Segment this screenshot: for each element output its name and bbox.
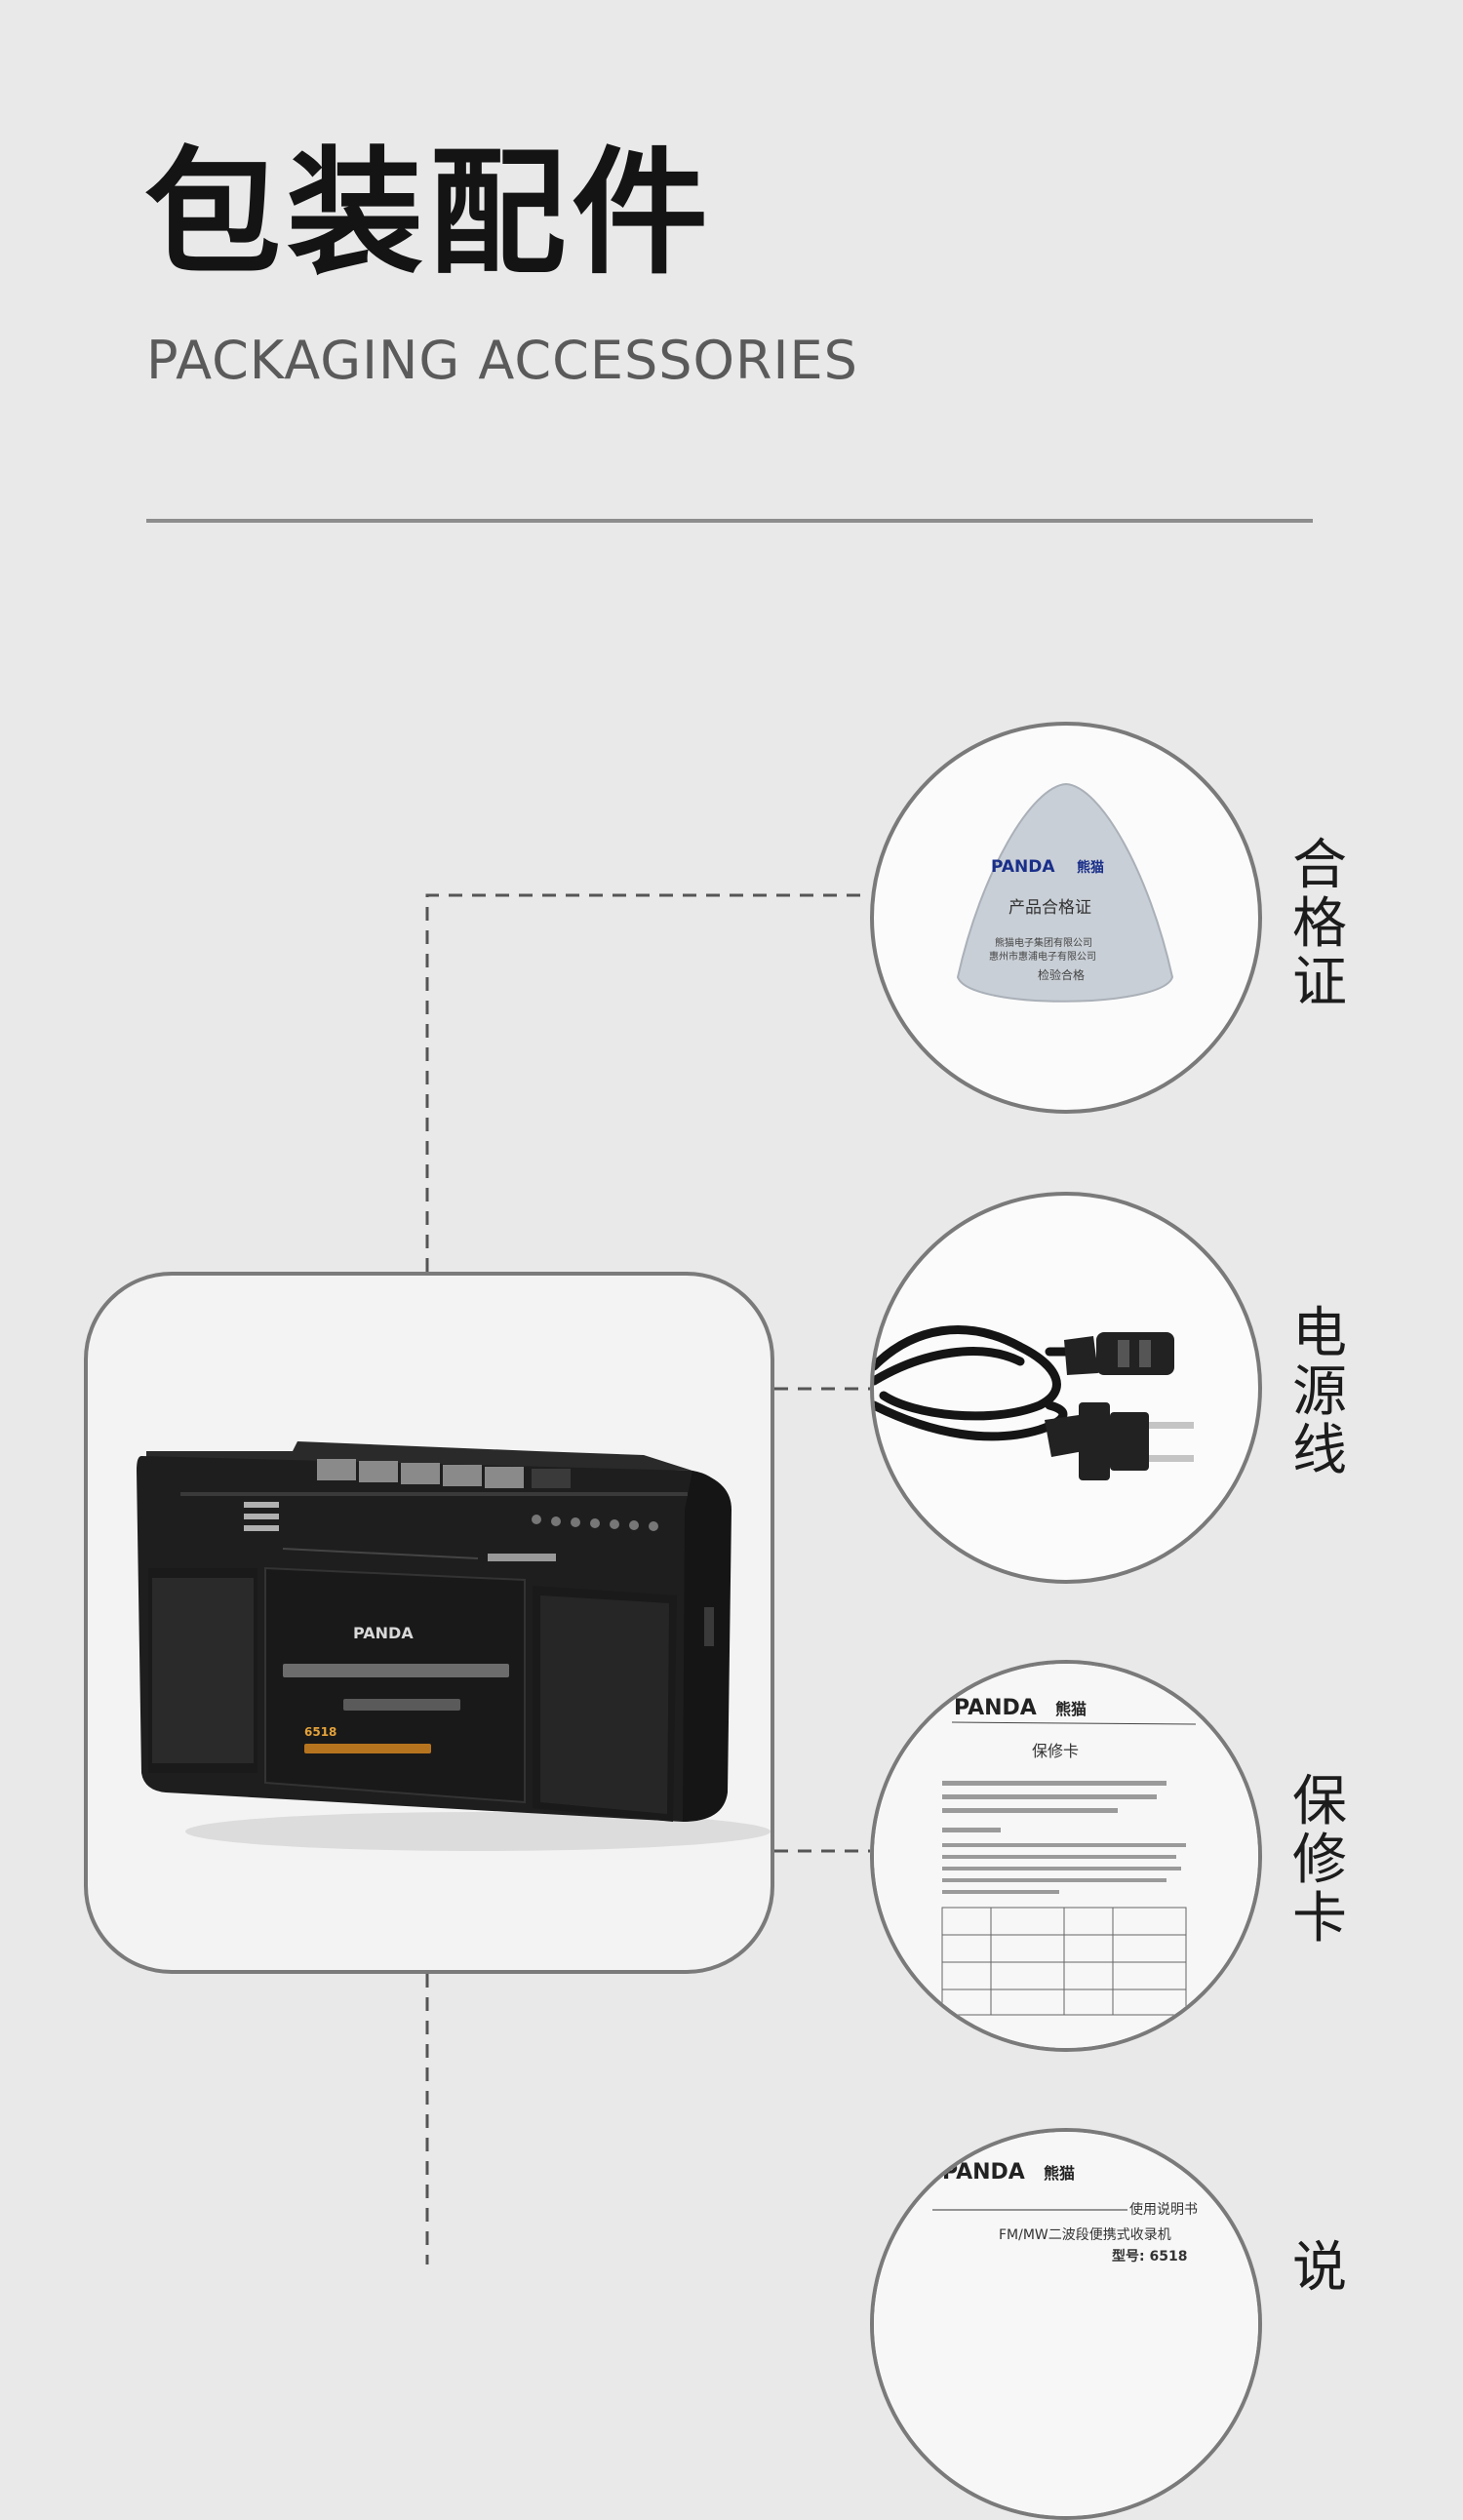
warranty-card-image: PANDA 熊猫 保修卡 — [874, 1664, 1258, 2048]
player-brand-label: PANDA — [353, 1624, 414, 1642]
certificate-line-3: 检验合格 — [1038, 967, 1085, 982]
connector-lines — [425, 893, 870, 2264]
accessory-label-manual: 说 — [1292, 2236, 1347, 2300]
warranty-title: 保修卡 — [1032, 1742, 1079, 1760]
product-card: PANDA 6518 — [84, 1272, 774, 1974]
page-title: 包装配件 — [144, 135, 715, 294]
accessory-label-certificate: 合格证 — [1292, 834, 1347, 1014]
certificate-title: 产品合格证 — [1008, 898, 1091, 918]
certificate-line-2: 惠州市惠浦电子有限公司 — [989, 950, 1096, 963]
header-divider — [146, 519, 1313, 523]
accessory-circle-certificate: PANDA 熊猫 产品合格证 熊猫电子集团有限公司 惠州市惠浦电子有限公司 检验… — [870, 722, 1262, 1114]
accessory-label-warranty-card: 保修卡 — [1292, 1770, 1347, 1950]
accessory-circle-manual: PANDA 熊猫 使用说明书 FM/MW二波段便携式收录机 型号: 6518 — [870, 2128, 1262, 2520]
page-subtitle: PACKAGING ACCESSORIES — [146, 330, 858, 391]
accessory-circle-warranty-card: PANDA 熊猫 保修卡 — [870, 1660, 1262, 2052]
manual-brand: PANDA — [942, 2160, 1025, 2185]
certificate-image: PANDA 熊猫 产品合格证 熊猫电子集团有限公司 惠州市惠浦电子有限公司 检验… — [956, 782, 1174, 1003]
power-cord-image — [874, 1325, 1194, 1480]
manual-image: PANDA 熊猫 使用说明书 FM/MW二波段便携式收录机 型号: 6518 — [874, 2132, 1258, 2516]
certificate-brand-cn: 熊猫 — [1077, 859, 1104, 876]
accessory-label-power-cord: 电源线 — [1292, 1302, 1347, 1482]
manual-model: 型号: 6518 — [1112, 2248, 1187, 2264]
certificate-line-1: 熊猫电子集团有限公司 — [995, 936, 1092, 949]
manual-brand-cn: 熊猫 — [1044, 2164, 1075, 2183]
manual-title: 使用说明书 — [1129, 2201, 1198, 2218]
warranty-brand-cn: 熊猫 — [1055, 1700, 1087, 1718]
warranty-brand: PANDA — [954, 1696, 1037, 1720]
player-model-label: 6518 — [304, 1725, 336, 1739]
cassette-player-image: PANDA 6518 — [137, 1441, 771, 1851]
certificate-brand: PANDA — [991, 857, 1055, 877]
manual-subtitle: FM/MW二波段便携式收录机 — [999, 2227, 1171, 2243]
accessory-circle-power-cord — [870, 1192, 1262, 1584]
